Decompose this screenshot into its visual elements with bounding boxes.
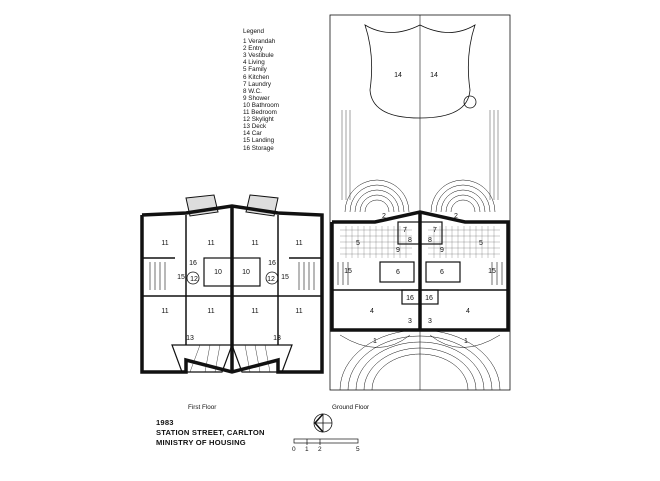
legend-item: 9 Shower: [243, 94, 270, 102]
legend-item: 13 Deck: [243, 123, 267, 131]
room-label: 9: [440, 247, 444, 254]
legend-item: 4 Living: [243, 59, 265, 67]
room-label: 14: [430, 72, 438, 79]
room-label: 5: [479, 240, 483, 247]
room-label: 8: [408, 237, 412, 244]
room-label: 12: [267, 276, 275, 283]
legend-item: 2 Entry: [243, 45, 263, 53]
scale-bar: [293, 438, 359, 445]
room-label: 9: [396, 247, 400, 254]
room-label: 13: [273, 335, 281, 342]
legend-item: 6 Kitchen: [243, 73, 270, 81]
tree-icon: [463, 95, 477, 109]
legend: Legend 1 Verandah 2 Entry 3 Vestibule 4 …: [243, 28, 279, 152]
north-arrow-icon: [313, 413, 333, 433]
legend-item: 5 Family: [243, 66, 267, 74]
room-label: 15: [488, 268, 496, 275]
first-floor-plan: [140, 194, 324, 374]
ground-floor-title: Ground Floor: [332, 404, 370, 411]
room-label: 11: [161, 308, 168, 315]
car-pad: [364, 24, 476, 119]
room-label: 3: [408, 318, 412, 325]
caption-project: STATION STREET, CARLTON: [156, 428, 265, 437]
first-floor-room-labels: 11 11 11 11 16 16 15 15 10 10 12 12 11 1…: [161, 240, 302, 342]
first-floor-title: First Floor: [188, 404, 217, 411]
legend-title: Legend: [243, 28, 265, 35]
room-label: 10: [242, 269, 250, 276]
room-label: 2: [454, 213, 458, 220]
room-label: 4: [466, 308, 470, 315]
room-label: 11: [161, 240, 168, 247]
room-label: 7: [403, 227, 407, 234]
room-label: 16: [425, 295, 433, 302]
room-label: 10: [214, 269, 222, 276]
caption-year: 1983: [156, 418, 174, 427]
room-label: 6: [440, 269, 444, 276]
room-label: 1: [373, 338, 377, 345]
caption: 1983 STATION STREET, CARLTON MINISTRY OF…: [156, 418, 265, 448]
legend-item: 11 Bedroom: [243, 109, 277, 117]
room-label: 3: [428, 318, 432, 325]
room-label: 15: [344, 268, 352, 275]
scale-tick-label: 1: [305, 446, 309, 453]
room-label: 11: [207, 308, 214, 315]
legend-item: 15 Landing: [243, 137, 275, 145]
room-label: 12: [190, 276, 198, 283]
legend-item: 1 Verandah: [243, 38, 276, 46]
legend-item: 7 Laundry: [243, 80, 272, 88]
legend-item: 3 Vestibule: [243, 52, 274, 60]
room-label: 11: [207, 240, 214, 247]
room-label: 7: [433, 227, 437, 234]
legend-item: 10 Bathroom: [243, 101, 280, 109]
room-label: 11: [295, 240, 302, 247]
caption-client: MINISTRY OF HOUSING: [156, 438, 246, 447]
room-label: 14: [394, 72, 402, 79]
room-label: 11: [251, 240, 258, 247]
room-label: 1: [464, 338, 468, 345]
ground-floor-plan: [329, 14, 511, 391]
room-label: 2: [382, 213, 386, 220]
scale-tick-label: 0: [292, 446, 296, 453]
room-label: 16: [406, 295, 414, 302]
room-label: 6: [396, 269, 400, 276]
room-label: 15: [177, 274, 185, 281]
room-label: 15: [281, 274, 289, 281]
room-label: 11: [251, 308, 258, 315]
scale-tick-label: 5: [356, 446, 360, 453]
legend-item: 14 Car: [243, 130, 262, 138]
room-label: 8: [428, 237, 432, 244]
legend-item: 16 Storage: [243, 144, 274, 152]
room-label: 11: [295, 308, 302, 315]
room-label: 16: [189, 260, 197, 267]
room-label: 13: [186, 335, 194, 342]
room-label: 16: [268, 260, 276, 267]
room-label: 4: [370, 308, 374, 315]
legend-item: 12 Skylight: [243, 116, 274, 124]
ground-floor-room-labels: 14 14 5 5 15 15 6 6 4 4 16 16 3 3 1 1 2 …: [344, 72, 496, 345]
scale-tick-label: 2: [318, 446, 322, 453]
room-label: 5: [356, 240, 360, 247]
legend-item: 8 W.C.: [243, 87, 262, 95]
